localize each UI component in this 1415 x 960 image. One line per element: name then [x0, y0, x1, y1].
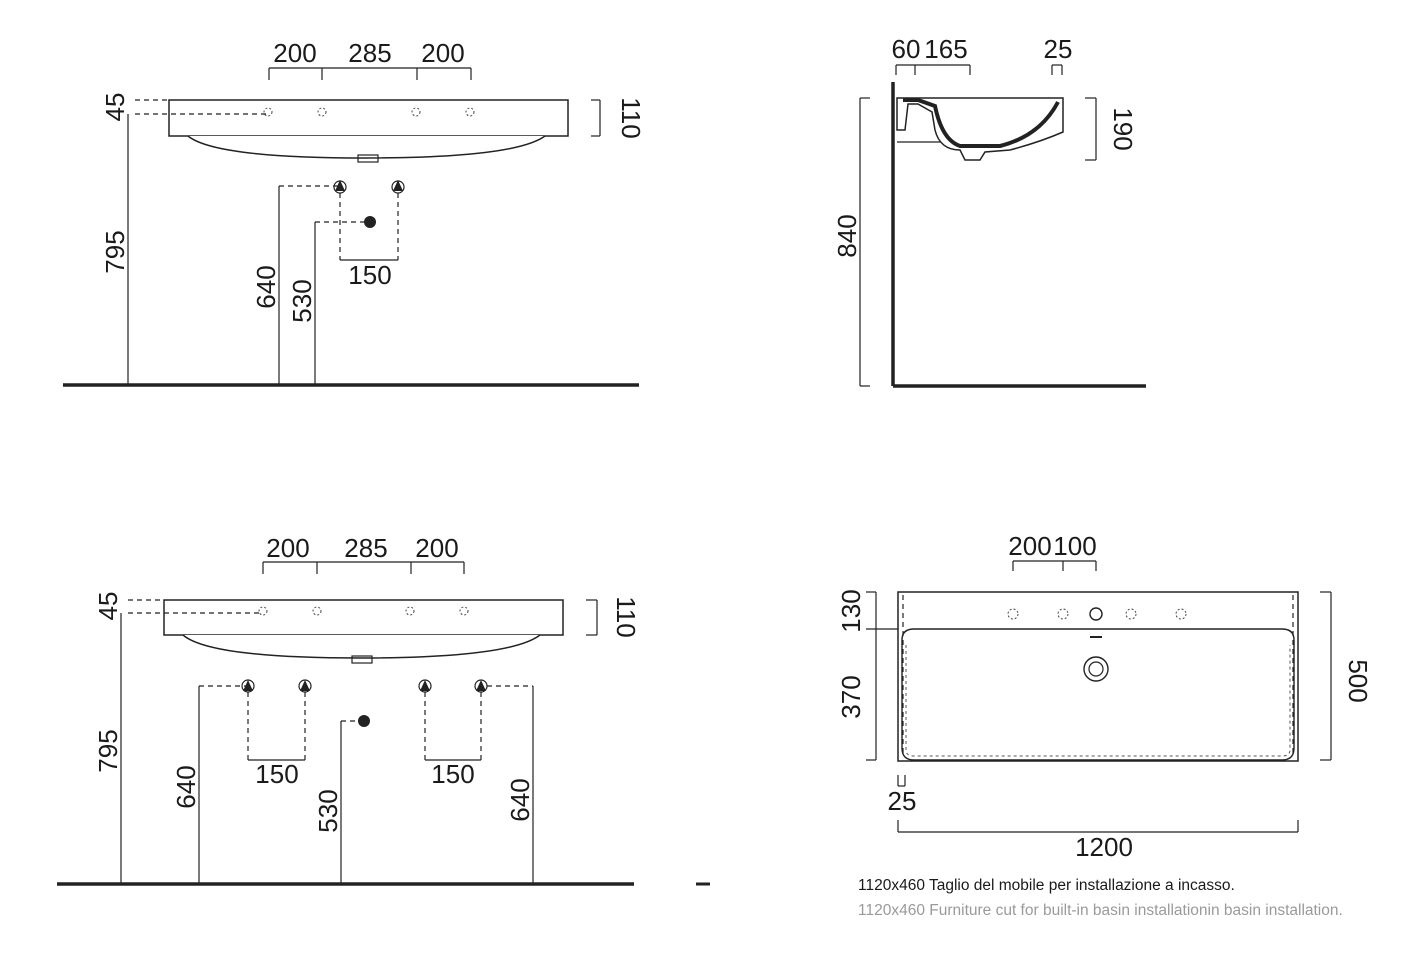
dim-label-60: 60: [892, 34, 921, 64]
water-inlet-icon: [243, 680, 253, 691]
basin-front: [163, 599, 564, 664]
basin-front: [168, 99, 569, 163]
dim-label-100: 100: [1053, 531, 1096, 561]
water-inlet-icon: [476, 680, 486, 691]
dim-label-190: 190: [1108, 107, 1138, 150]
plan-view: 200 100 130 370 500: [836, 531, 1373, 862]
side-view: 60 165 25 190 840: [832, 34, 1146, 388]
dim-label-500: 500: [1343, 659, 1373, 702]
dim-label-150-left: 150: [255, 759, 298, 789]
dim-label-640-right: 640: [505, 778, 535, 821]
dim-label-530: 530: [287, 279, 317, 322]
waste-outlet-icon: [358, 715, 370, 727]
front-view-double-tap: 200 285 200 45 110 795 150: [57, 533, 641, 886]
top-dimension-chain: 200 285 200: [268, 38, 472, 80]
dim-label-530: 530: [313, 789, 343, 832]
basin-plan: [897, 591, 1299, 762]
water-inlet-icon: [335, 180, 345, 191]
water-inlet-icon: [420, 680, 430, 691]
dim-label-200-a: 200: [266, 533, 309, 563]
dim-label-25: 25: [1044, 34, 1073, 64]
dim-label-200-b: 200: [421, 38, 464, 68]
drain-icon: [1083, 656, 1109, 682]
dim-label-45: 45: [100, 93, 130, 122]
dim-label-795: 795: [93, 729, 123, 772]
dim-label-640-left: 640: [171, 765, 201, 808]
basin-section: [896, 97, 1064, 161]
waste-outlet-icon: [364, 216, 376, 228]
dim-label-200-a: 200: [273, 38, 316, 68]
dim-label-45: 45: [93, 592, 123, 621]
water-inlet-icon: [300, 680, 310, 691]
dim-label-25: 25: [888, 786, 917, 816]
front-view-single-tap: 200 285 200 45 110 795: [63, 38, 646, 387]
dim-label-640: 640: [251, 265, 281, 308]
water-inlet-icon: [393, 180, 403, 191]
dim-label-795: 795: [100, 230, 130, 273]
dim-label-130: 130: [836, 589, 866, 632]
dim-label-165: 165: [924, 34, 967, 64]
dim-label-370: 370: [836, 675, 866, 718]
dim-label-110: 110: [616, 97, 646, 138]
tap-hole-icon: [1089, 607, 1103, 621]
dim-label-840: 840: [832, 214, 862, 257]
top-dimension-chain: 200 285 200: [262, 533, 465, 574]
dim-label-150: 150: [348, 260, 391, 290]
dim-label-150-right: 150: [431, 759, 474, 789]
installation-note-italian: 1120x460 Taglio del mobile per installaz…: [858, 877, 1235, 894]
dim-label-1200: 1200: [1075, 832, 1133, 862]
dim-label-285: 285: [348, 38, 391, 68]
dim-label-110: 110: [611, 596, 641, 637]
dim-label-200-b: 200: [415, 533, 458, 563]
dim-label-285: 285: [344, 533, 387, 563]
dim-label-200: 200: [1008, 531, 1051, 561]
installation-note-english: 1120x460 Furniture cut for built-in basi…: [858, 902, 1343, 919]
